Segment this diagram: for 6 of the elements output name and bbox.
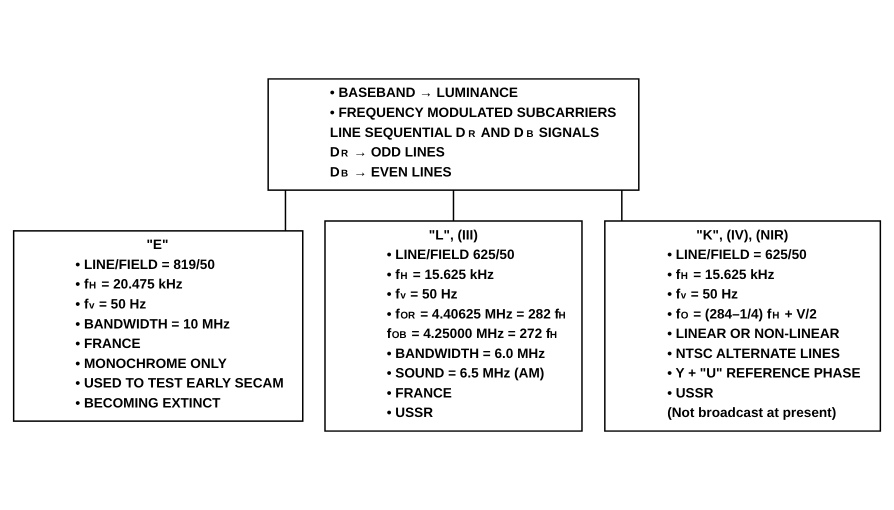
node-box: "K", (IV), (NIR) • LINE/FIELD = 625/50 • fH = 15.625 kHz • fv = 50 Hz • fO = (284–1/4) fH + V/2 • LINEAR OR NON-LINEAR • NTSC ALTERNATE LINES • Y + "U" REFERENCE PHASE • USSR (Not broadcast at present) (604, 220, 882, 432)
connector (452, 190, 454, 221)
node-box: "E" • LINE/FIELD = 819/50 • fH = 20.475 kHz • fv = 50 Hz • BANDWIDTH = 10 MHz • FRANCE • MONOCHROME ONLY • USED TO TEST EARLY SECAM • BECOMING EXTINCT (12, 230, 304, 422)
connector (284, 190, 286, 231)
connector (621, 190, 623, 221)
node-box: "L", (III) • LINE/FIELD 625/50 • fH = 15.625 kHz • fv = 50 Hz • fOR = 4.40625 MHz = 282 fH fOB = 4.25000 MHz = 272 fH • BANDWIDTH = 6.0 MHz • SOUND = 6.5 MHz (AM) • FRANCE • USSR (324, 220, 583, 432)
